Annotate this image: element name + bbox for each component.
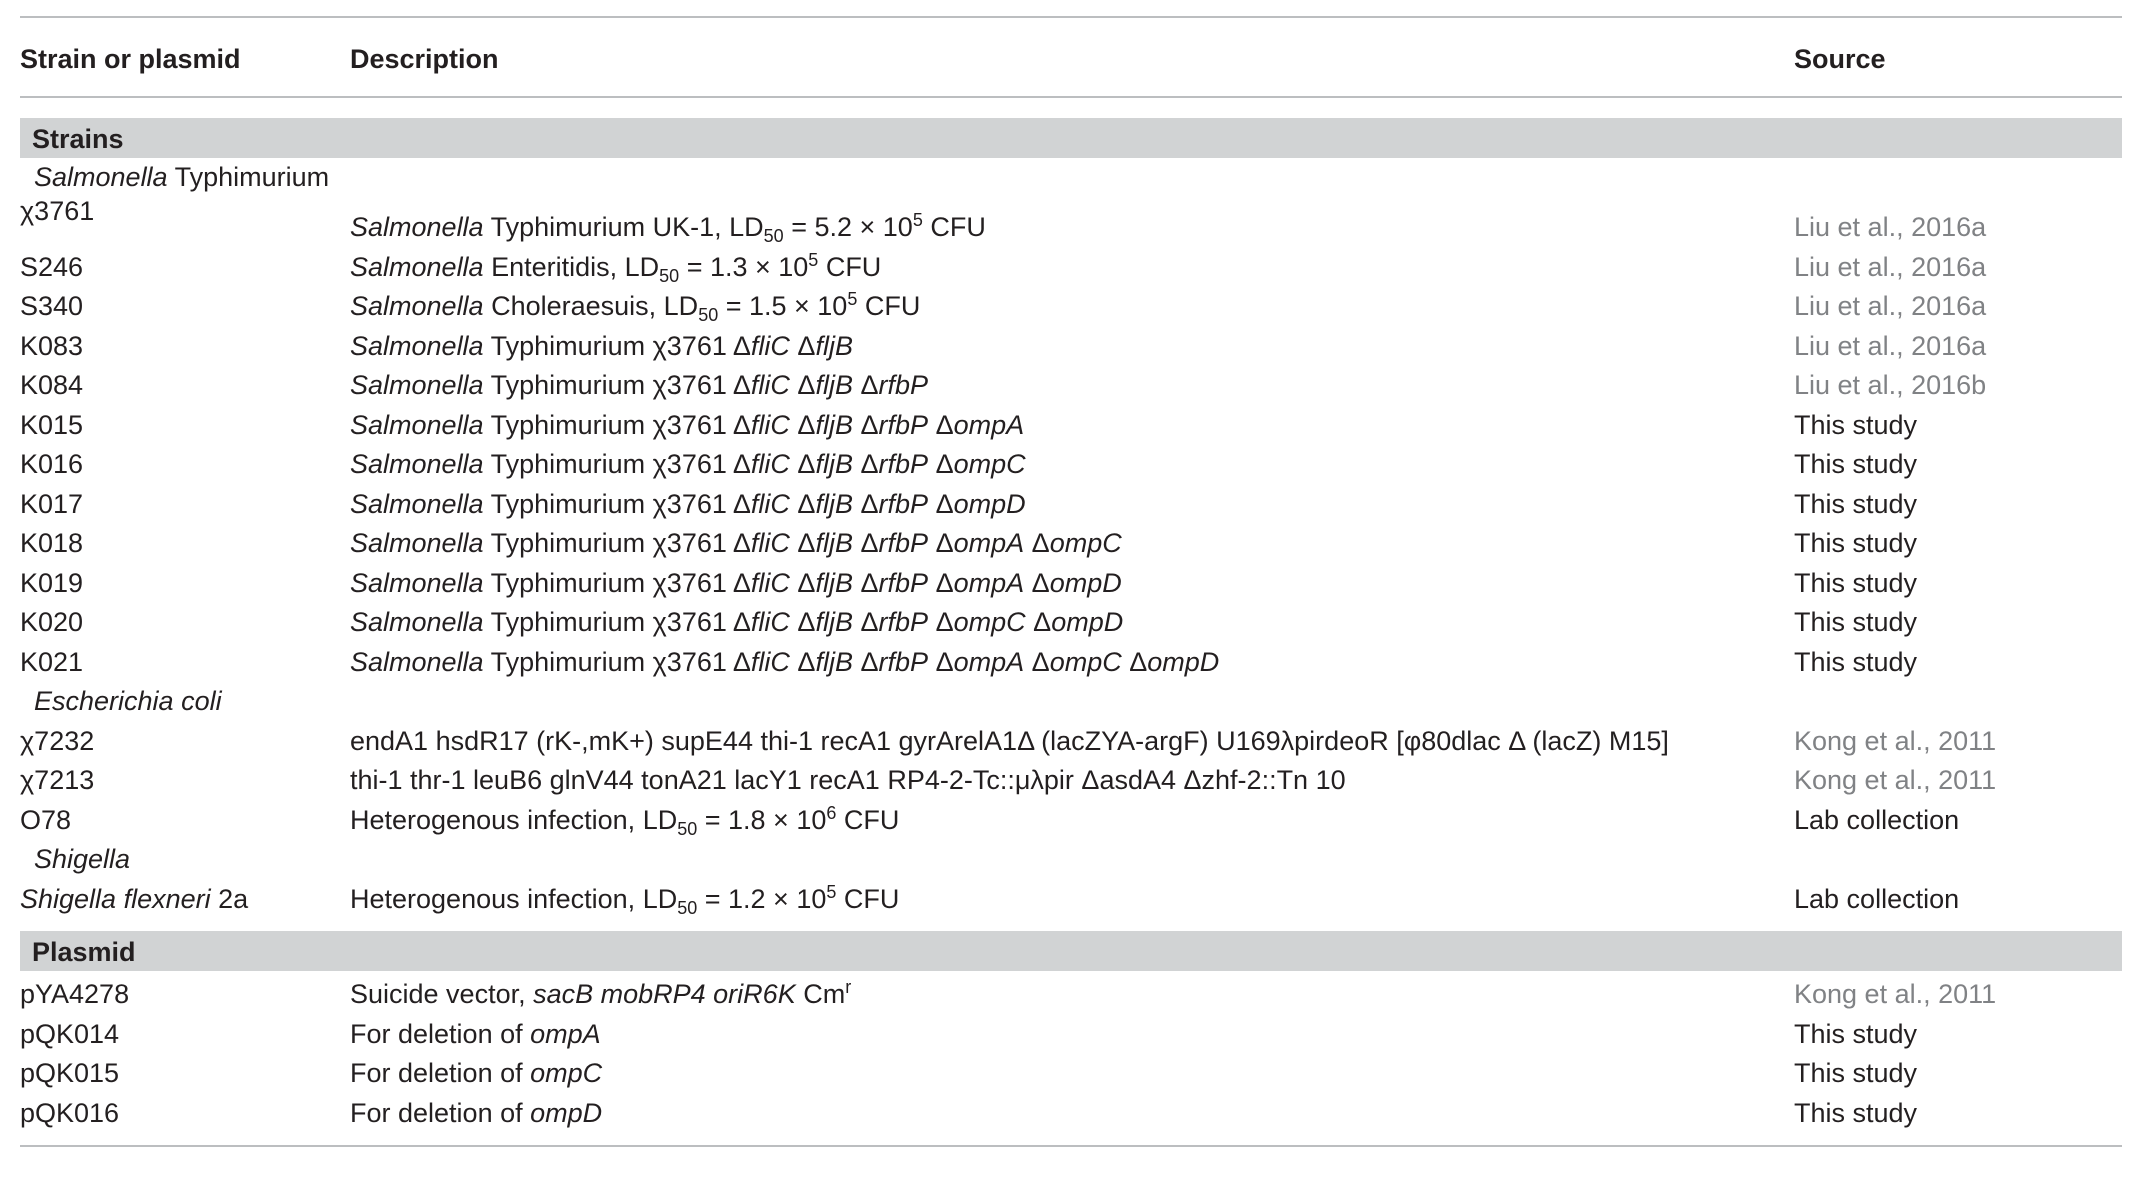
plasmid-source: Kong et al., 2011	[1794, 979, 1997, 1009]
table-row: K083 Salmonella Typhimurium χ3761 ΔfliC …	[20, 327, 2122, 367]
table-row: pQK016 For deletion of ompD This study	[20, 1094, 2122, 1134]
strain-name: K084	[20, 370, 84, 400]
plasmid-description: Suicide vector, sacB mobRP4 oriR6K Cmr	[350, 977, 852, 1009]
table-row: χ7232 endA1 hsdR17 (rK-,mK+) supE44 thi-…	[20, 722, 2122, 762]
strain-description: Salmonella Typhimurium χ3761 ΔfliC ΔfljB…	[350, 567, 1122, 598]
strain-source: This study	[1794, 607, 1918, 637]
strain-source: This study	[1794, 449, 1918, 479]
group-shigella: Shigella	[20, 840, 2122, 880]
strain-description: Salmonella Typhimurium χ3761 ΔfliC ΔfljB…	[350, 409, 1025, 440]
strain-source: This study	[1794, 409, 1918, 440]
table-row: Shigella flexneri 2a Heterogenous infect…	[20, 880, 2122, 920]
strain-description: Salmonella Choleraesuis, LD50 = 1.5 × 10…	[350, 289, 921, 325]
strain-source: Liu et al., 2016a	[1794, 291, 1987, 321]
table-row: pYA4278 Suicide vector, sacB mobRP4 oriR…	[20, 975, 2122, 1015]
strain-description: Salmonella Typhimurium χ3761 ΔfliC ΔfljB…	[350, 607, 1124, 637]
strain-source: Lab collection	[1794, 883, 1960, 914]
plasmid-description: For deletion of ompC	[350, 1058, 603, 1088]
strain-source: Kong et al., 2011	[1794, 725, 1997, 756]
section-plasmid-title: Plasmid	[32, 937, 136, 967]
strain-table: Strain or plasmid Description Source Str…	[20, 16, 2122, 1147]
group-ecoli-genus: Escherichia coli	[34, 686, 222, 716]
strain-description: endA1 hsdR17 (rK-,mK+) supE44 thi-1 recA…	[350, 725, 1669, 756]
strain-name: O78	[20, 804, 72, 835]
group-salmonella-genus: Salmonella	[34, 162, 168, 192]
strain-source: This study	[1794, 528, 1918, 558]
table-header: Strain or plasmid Description Source	[20, 18, 2122, 96]
strain-name: χ3761	[20, 195, 95, 226]
strain-name: Shigella flexneri 2a	[20, 883, 249, 914]
table-row: χ7213 thi-1 thr-1 leuB6 glnV44 tonA21 la…	[20, 761, 2122, 801]
strain-name: K020	[20, 607, 84, 637]
table-row: K019 Salmonella Typhimurium χ3761 ΔfliC …	[20, 564, 2122, 604]
table-row: K018 Salmonella Typhimurium χ3761 ΔfliC …	[20, 524, 2122, 564]
strain-name: K019	[20, 567, 84, 598]
strain-source: Liu et al., 2016a	[1794, 211, 1987, 242]
group-salmonella: Salmonella Typhimurium	[20, 158, 2122, 198]
strain-name: K083	[20, 330, 84, 361]
strain-source: Kong et al., 2011	[1794, 765, 1997, 795]
group-shigella-genus: Shigella	[34, 844, 131, 874]
table-row: K084 Salmonella Typhimurium χ3761 ΔfliC …	[20, 366, 2122, 406]
table-row: χ3761 Salmonella Typhimurium UK-1, LD50 …	[20, 196, 2122, 248]
strain-description: Salmonella Typhimurium χ3761 ΔfliC ΔfljB	[350, 330, 853, 361]
section-strains: Strains	[20, 118, 2122, 158]
strain-description: Salmonella Typhimurium χ3761 ΔfliC ΔfljB…	[350, 528, 1122, 558]
plasmid-name: pQK015	[20, 1058, 120, 1088]
table-row: O78 Heterogenous infection, LD50 = 1.8 ×…	[20, 801, 2122, 841]
table-row: pQK014 For deletion of ompA This study	[20, 1015, 2122, 1055]
strain-description: Salmonella Enteritidis, LD50 = 1.3 × 105…	[350, 249, 882, 286]
bottom-rule	[20, 1145, 2122, 1147]
table-row: K016 Salmonella Typhimurium χ3761 ΔfliC …	[20, 445, 2122, 485]
table-row: K020 Salmonella Typhimurium χ3761 ΔfliC …	[20, 603, 2122, 643]
table-row: pQK015 For deletion of ompC This study	[20, 1054, 2122, 1094]
strain-description: Heterogenous infection, LD50 = 1.2 × 105…	[350, 881, 900, 918]
strain-name: χ7232	[20, 725, 95, 756]
plasmid-name: pYA4278	[20, 979, 130, 1009]
header-description: Description	[350, 44, 499, 74]
plasmid-description: For deletion of ompA	[350, 1018, 601, 1049]
strain-description: Salmonella Typhimurium χ3761 ΔfliC ΔfljB…	[350, 370, 929, 400]
top-rule	[20, 16, 2122, 18]
plasmid-source: This study	[1794, 1058, 1918, 1088]
strain-source: Liu et al., 2016a	[1794, 330, 1987, 361]
plasmid-name: pQK014	[20, 1018, 120, 1049]
table-row: K015 Salmonella Typhimurium χ3761 ΔfliC …	[20, 406, 2122, 446]
strain-description: Salmonella Typhimurium χ3761 ΔfliC ΔfljB…	[350, 449, 1026, 479]
strain-name: K016	[20, 449, 84, 479]
table-row: S246 Salmonella Enteritidis, LD50 = 1.3 …	[20, 248, 2122, 288]
plasmid-name: pQK016	[20, 1097, 120, 1128]
strain-source: This study	[1794, 646, 1918, 677]
strain-description: Heterogenous infection, LD50 = 1.8 × 106…	[350, 802, 900, 839]
section-strains-title: Strains	[32, 124, 124, 154]
plasmid-description: For deletion of ompD	[350, 1097, 603, 1128]
table-row: K017 Salmonella Typhimurium χ3761 ΔfliC …	[20, 485, 2122, 525]
header-source: Source	[1794, 44, 1886, 74]
strain-source: This study	[1794, 567, 1918, 598]
group-escherichia-coli: Escherichia coli	[20, 682, 2122, 722]
plasmid-source: This study	[1794, 1097, 1918, 1128]
strain-name: S246	[20, 251, 84, 282]
section-plasmid: Plasmid	[20, 931, 2122, 971]
strain-name: K021	[20, 646, 84, 677]
strain-description: Salmonella Typhimurium UK-1, LD50 = 5.2 …	[350, 209, 986, 246]
strain-description: thi-1 thr-1 leuB6 glnV44 tonA21 lacY1 re…	[350, 765, 1346, 795]
strain-source: This study	[1794, 488, 1918, 519]
group-salmonella-species: Typhimurium	[167, 162, 330, 192]
header-strain-or-plasmid: Strain or plasmid	[20, 44, 241, 74]
strain-source: Liu et al., 2016a	[1794, 251, 1987, 282]
strain-source: Liu et al., 2016b	[1794, 370, 1987, 400]
strain-name: K015	[20, 409, 84, 440]
strain-name: K018	[20, 528, 84, 558]
strain-name: S340	[20, 291, 84, 321]
table-row: K021 Salmonella Typhimurium χ3761 ΔfliC …	[20, 643, 2122, 683]
strain-description: Salmonella Typhimurium χ3761 ΔfliC ΔfljB…	[350, 646, 1220, 677]
header-rule	[20, 96, 2122, 98]
strain-name: χ7213	[20, 765, 95, 795]
strain-description: Salmonella Typhimurium χ3761 ΔfliC ΔfljB…	[350, 488, 1026, 519]
table-row: S340 Salmonella Choleraesuis, LD50 = 1.5…	[20, 287, 2122, 327]
strain-source: Lab collection	[1794, 804, 1960, 835]
plasmid-source: This study	[1794, 1018, 1918, 1049]
strain-name: K017	[20, 488, 84, 519]
